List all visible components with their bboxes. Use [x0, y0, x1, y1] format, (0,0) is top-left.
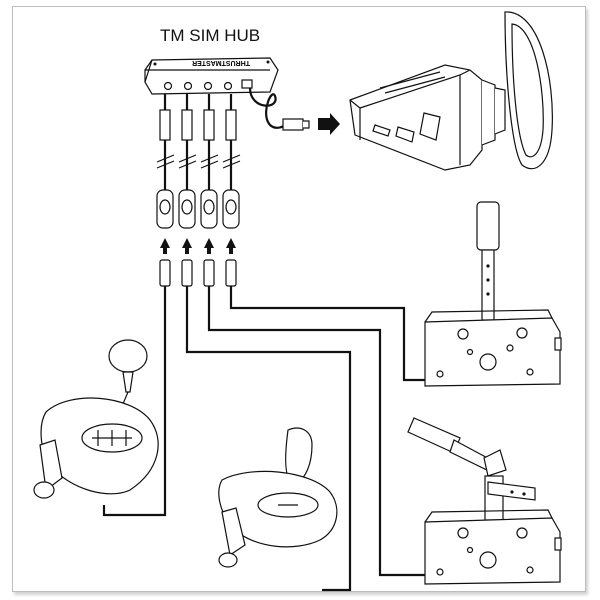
- arrow-up-icon: [204, 238, 214, 254]
- plug-1: [159, 259, 171, 287]
- wire-sequential: [229, 286, 425, 382]
- plug-3: [203, 259, 215, 287]
- device-plugs: [159, 259, 237, 287]
- sim-hub-icon: THRUSTMASTER: [144, 57, 279, 95]
- plug-2: [181, 259, 193, 287]
- wire-handbrake: [207, 286, 430, 577]
- racing-wheel-base-icon: [349, 11, 553, 171]
- arrow-right-icon: [318, 113, 340, 135]
- connection-wires: [102, 286, 430, 592]
- hub-brand-text: THRUSTMASTER: [192, 59, 250, 66]
- cable-connector-3: [200, 94, 219, 229]
- hub-label: TM SIM HUB: [160, 26, 260, 45]
- sequential-shifter-icon: [424, 201, 562, 387]
- hub-cables: [156, 94, 241, 229]
- arrow-up-icon: [160, 238, 170, 254]
- cable-connector-1: [156, 94, 175, 229]
- usb-cable: [248, 87, 310, 131]
- h-pattern-shifter-icon: [33, 339, 159, 499]
- wire-gear-shifter: [185, 286, 352, 592]
- arrow-up-icon: [182, 238, 192, 254]
- arrow-up-icon: [226, 238, 236, 254]
- arrow-up-icons: [160, 238, 236, 254]
- wire-h-shifter: [102, 286, 167, 517]
- cable-connector-4: [222, 94, 241, 229]
- handbrake-icon: [407, 417, 562, 585]
- gear-stick-icon: [218, 427, 338, 568]
- cable-connector-2: [178, 94, 197, 229]
- plug-4: [225, 259, 237, 287]
